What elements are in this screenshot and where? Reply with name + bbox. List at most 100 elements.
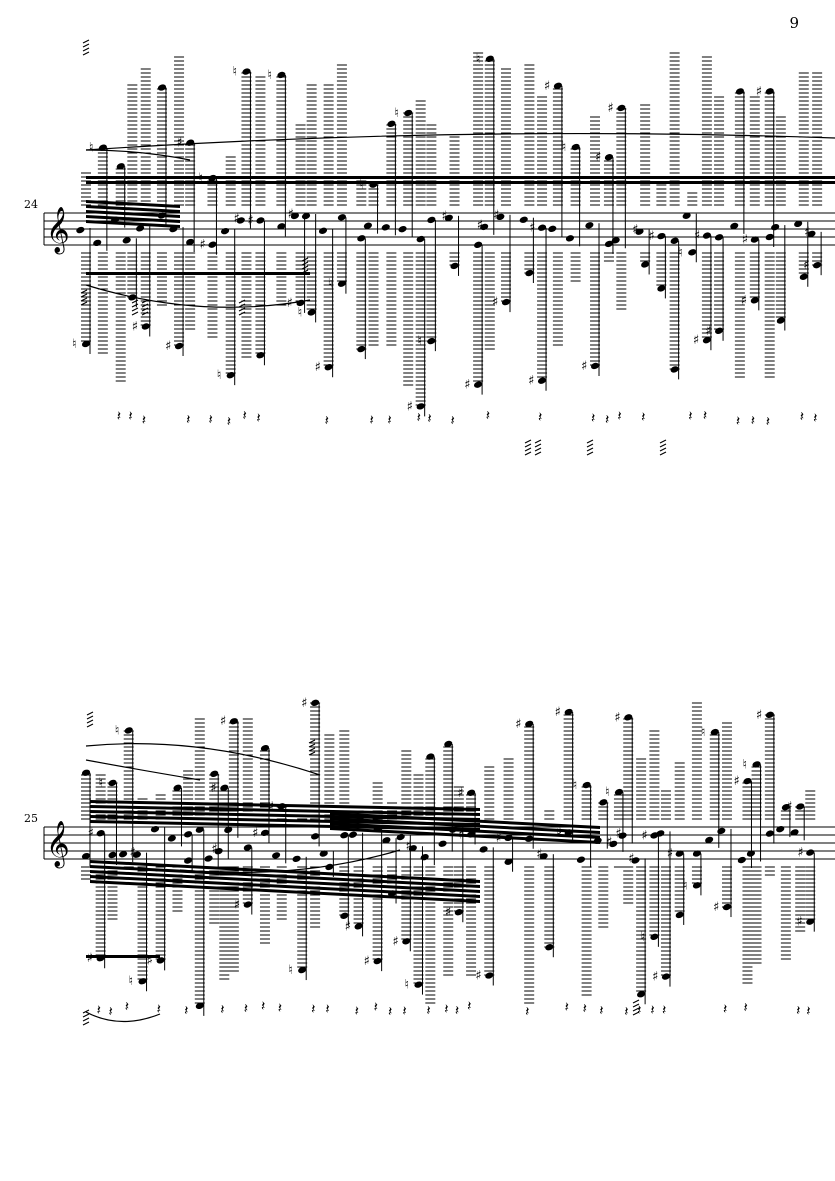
note-head	[599, 799, 608, 806]
sharp-icon: ♮	[129, 974, 134, 989]
natural-icon: ♯	[652, 970, 658, 985]
note-head	[444, 740, 453, 748]
note-head	[776, 317, 785, 324]
note-head	[631, 857, 640, 864]
note-head	[796, 803, 805, 810]
slur	[85, 284, 311, 308]
tremolo-slash	[82, 47, 90, 52]
note-head	[325, 863, 334, 871]
tremolo-slash	[586, 439, 594, 444]
note-head	[387, 120, 396, 127]
note-beam	[90, 815, 480, 826]
rest-icon: 𝄽	[97, 1003, 101, 1019]
tremolo-slash	[238, 299, 246, 304]
note-head	[81, 852, 91, 860]
rest-icon: 𝄽	[427, 411, 431, 427]
sharp-icon: ♮	[701, 725, 706, 740]
note-head	[111, 216, 120, 223]
rest-icon: 𝄽	[538, 410, 542, 426]
note-head	[553, 82, 562, 89]
sharp-icon: ♮	[678, 245, 683, 260]
tremolo-slash	[82, 1013, 90, 1018]
sharp-icon: ♯	[233, 211, 239, 226]
note-head	[564, 829, 573, 836]
note-head	[776, 825, 785, 833]
sharp-icon: ♯	[315, 360, 321, 375]
tremolo-slash	[301, 265, 309, 270]
note-head	[363, 222, 372, 229]
note-head	[735, 88, 744, 95]
rest-icon: 𝄽	[662, 1003, 666, 1019]
note-head	[480, 223, 489, 231]
sharp-icon: ♮	[417, 334, 422, 349]
rest-icon: 𝄽	[455, 1003, 459, 1019]
rest-icon: 𝄽	[108, 1004, 112, 1020]
rest-icon: 𝄽	[220, 1002, 224, 1018]
note-head	[311, 699, 320, 706]
note-head	[604, 154, 614, 161]
note-head	[108, 851, 117, 859]
note-head	[609, 840, 618, 848]
note-head	[485, 972, 494, 979]
note-beam	[86, 272, 310, 275]
tremolo-slash	[586, 451, 594, 456]
tremolo-slash	[524, 439, 532, 444]
sharp-icon: ♯	[632, 223, 638, 238]
note-head	[208, 174, 217, 182]
tremolo-slash	[524, 447, 532, 452]
rest-icon: 𝄽	[650, 1002, 654, 1018]
note-beam	[86, 205, 180, 213]
note-head	[525, 835, 534, 842]
note-head	[548, 225, 557, 233]
tremolo-slash	[308, 747, 316, 752]
sharp-icon: ♮	[573, 778, 578, 793]
note-head	[765, 88, 774, 95]
tremolo-marks	[80, 39, 667, 1026]
note-head	[710, 728, 719, 736]
note-head	[750, 236, 759, 243]
note-head	[641, 261, 650, 268]
note-head	[76, 226, 85, 234]
rest-icon: 𝄽	[743, 1000, 747, 1016]
sharp-icon: ♯	[528, 374, 534, 389]
tremolo-slash	[238, 311, 246, 316]
note-head	[167, 835, 176, 842]
sharp-icon: ♯	[405, 839, 411, 854]
note-head	[688, 249, 697, 256]
sharp-icon: ♮	[476, 52, 481, 67]
note-head	[292, 855, 301, 863]
rest-icon: 𝄽	[583, 1001, 587, 1017]
rest-icon: 𝄽	[813, 410, 817, 426]
note-head	[750, 297, 759, 304]
tremolo-slash	[534, 447, 542, 452]
note-head	[813, 261, 822, 269]
natural-icon: ♯	[595, 150, 601, 165]
sharp-icon: ♯	[496, 831, 502, 846]
note-head	[416, 235, 425, 243]
note-head	[357, 345, 366, 353]
note-head	[438, 840, 447, 847]
sharp-icon: ♯	[705, 324, 711, 339]
rest-icon: 𝄽	[800, 409, 804, 425]
note-head	[173, 784, 182, 791]
note-head	[381, 224, 390, 231]
note-head	[501, 298, 511, 306]
note-head	[277, 803, 286, 810]
sharp-icon: ♮	[232, 65, 237, 80]
note-head	[485, 55, 494, 62]
note-head	[354, 923, 363, 930]
note-head	[650, 933, 659, 940]
slur	[85, 132, 835, 151]
sharp-icon: ♯	[667, 847, 673, 862]
note-head	[224, 826, 233, 834]
rest-icon: 𝄽	[311, 1001, 315, 1017]
sharp-icon: ♮	[683, 878, 688, 893]
note-beam	[90, 820, 480, 831]
tremolo-slash	[82, 43, 90, 48]
rest-icon: 𝄽	[417, 410, 421, 426]
tremolo-slash	[308, 739, 316, 744]
sharp-icon: ♯	[130, 846, 136, 861]
natural-icon: ♯	[544, 79, 550, 94]
note-head	[195, 826, 204, 833]
